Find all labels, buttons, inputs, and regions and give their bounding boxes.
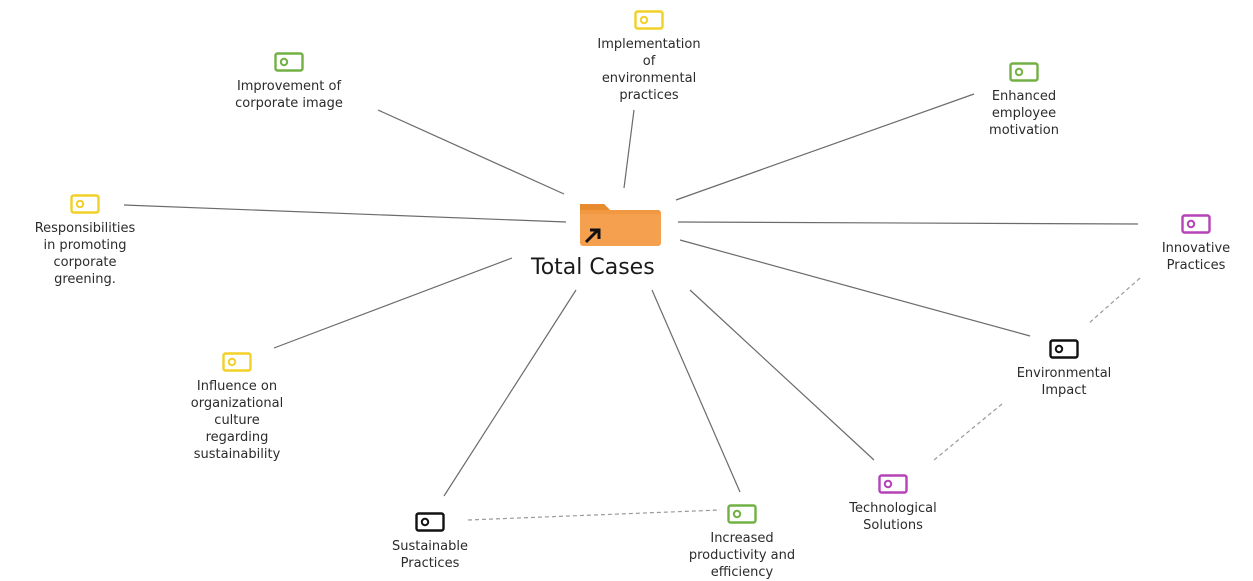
node-culture[interactable]: Influence on organizational culture rega… bbox=[147, 352, 327, 463]
code-tag-icon bbox=[415, 512, 445, 532]
node-productivity[interactable]: Increased productivity and efficiency bbox=[652, 504, 832, 581]
code-tag-icon bbox=[634, 10, 664, 30]
node-environmental-impact[interactable]: Environmental Impact bbox=[979, 339, 1149, 399]
edge-center-technological bbox=[689, 289, 875, 461]
node-label: Increased productivity and efficiency bbox=[688, 531, 796, 580]
center-label: Total Cases bbox=[531, 255, 655, 280]
code-tag-icon bbox=[274, 52, 304, 72]
folder-shortcut-icon bbox=[580, 204, 661, 246]
code-tag-icon bbox=[1181, 214, 1211, 234]
node-innovative[interactable]: Innovative Practices bbox=[1136, 214, 1253, 274]
edge-center-environmental-impact bbox=[679, 239, 1031, 337]
code-tag-icon bbox=[727, 504, 757, 524]
node-label: Enhanced employee motivation bbox=[989, 89, 1059, 138]
edge-center-innovative bbox=[677, 221, 1139, 225]
code-tag-icon bbox=[1009, 62, 1039, 82]
node-responsibilities[interactable]: Responsibilities in promoting corporate … bbox=[0, 194, 170, 288]
node-corporate-image[interactable]: Improvement of corporate image bbox=[199, 52, 379, 112]
edge-center-implementation bbox=[623, 109, 635, 189]
code-tag-icon bbox=[878, 474, 908, 494]
edge-center-motivation bbox=[675, 93, 975, 201]
edge-center-responsibilities bbox=[123, 204, 567, 223]
edge-sustainable-productivity bbox=[467, 509, 721, 521]
node-label: Environmental Impact bbox=[1016, 366, 1112, 398]
node-label: Innovative Practices bbox=[1161, 241, 1231, 273]
node-technological[interactable]: Technological Solutions bbox=[813, 474, 973, 534]
edge-center-corporate-image bbox=[377, 109, 565, 195]
edge-center-culture bbox=[273, 257, 513, 349]
node-motivation[interactable]: Enhanced employee motivation bbox=[954, 62, 1094, 139]
center-node[interactable] bbox=[578, 200, 662, 252]
node-label: Implementation of environmental practice… bbox=[597, 37, 701, 103]
node-label: Technological Solutions bbox=[849, 501, 937, 533]
code-tag-icon bbox=[70, 194, 100, 214]
node-label: Improvement of corporate image bbox=[235, 79, 343, 111]
node-sustainable[interactable]: Sustainable Practices bbox=[355, 512, 505, 572]
node-label: Responsibilities in promoting corporate … bbox=[34, 221, 136, 287]
node-implementation[interactable]: Implementation of environmental practice… bbox=[569, 10, 729, 104]
node-label: Influence on organizational culture rega… bbox=[190, 379, 284, 462]
code-tag-icon bbox=[222, 352, 252, 372]
code-tag-icon bbox=[1049, 339, 1079, 359]
node-label: Sustainable Practices bbox=[391, 539, 468, 571]
edge-environmental-impact-technological bbox=[933, 403, 1003, 461]
edge-center-sustainable bbox=[443, 289, 577, 497]
edge-center-productivity bbox=[651, 289, 741, 493]
edge-innovative-environmental-impact bbox=[1087, 277, 1141, 325]
edges-layer bbox=[123, 93, 1141, 521]
